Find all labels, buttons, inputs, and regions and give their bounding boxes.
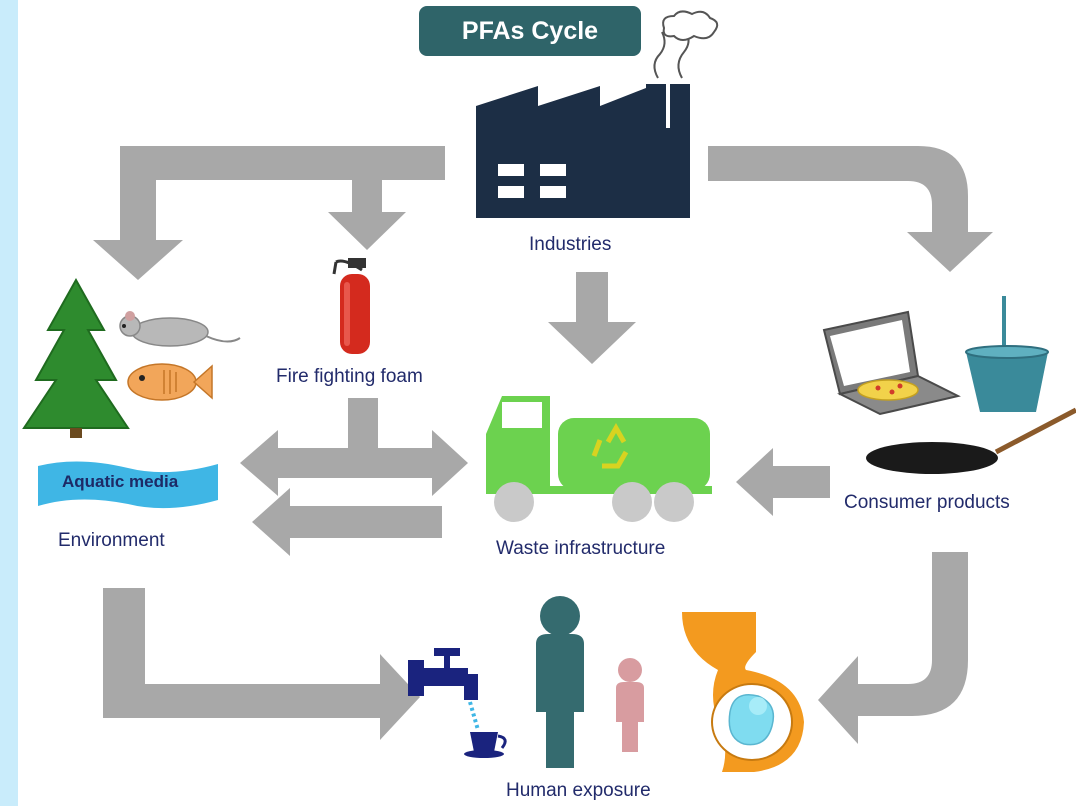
waste-infrastructure-label: Waste infrastructure <box>496 538 666 559</box>
frying-pan-icon <box>866 407 1076 474</box>
smoke-cloud-icon <box>662 10 719 41</box>
flow-arrows <box>93 146 993 744</box>
pregnant-woman-icon <box>682 612 804 772</box>
arrow-industries-to-consumer <box>708 146 993 272</box>
fire-fighting-foam-label: Fire fighting foam <box>276 366 423 387</box>
arrow-consumer-to-waste <box>736 448 830 516</box>
adult-silhouette-icon <box>536 596 584 768</box>
arrow-environment-to-human <box>103 588 420 740</box>
factory-icon <box>476 31 690 218</box>
arrow-consumer-to-human <box>818 552 968 744</box>
arrow-waste-to-environment <box>252 488 442 556</box>
diagram-artwork <box>22 10 1076 772</box>
child-silhouette-icon <box>616 658 644 752</box>
fish-icon <box>127 363 213 401</box>
tree-icon <box>22 277 130 438</box>
diagram-canvas: PFAs Cycle Industries Fire fighting foam… <box>18 0 1076 806</box>
cup-icon <box>965 296 1049 412</box>
diagram-title: PFAs Cycle <box>419 6 641 56</box>
garbage-truck-icon <box>486 396 712 522</box>
coffee-cup-icon <box>464 732 507 758</box>
industries-label: Industries <box>529 234 612 255</box>
fetus-icon <box>728 694 775 746</box>
environment-label: Environment <box>58 530 165 551</box>
arrow-fire-foam-bidirectional <box>240 398 468 496</box>
fire-extinguisher-icon <box>332 258 370 354</box>
pizza-icon <box>857 379 919 401</box>
mouse-icon <box>119 311 241 347</box>
human-exposure-label: Human exposure <box>506 780 651 801</box>
aquatic-media-label: Aquatic media <box>62 472 179 491</box>
faucet-icon <box>408 648 480 731</box>
consumer-products-label: Consumer products <box>844 492 1010 513</box>
arrow-to-fire-foam <box>328 178 406 250</box>
recycle-icon <box>591 422 629 469</box>
arrow-industries-to-waste <box>548 272 636 364</box>
water-wave-icon <box>38 461 218 509</box>
